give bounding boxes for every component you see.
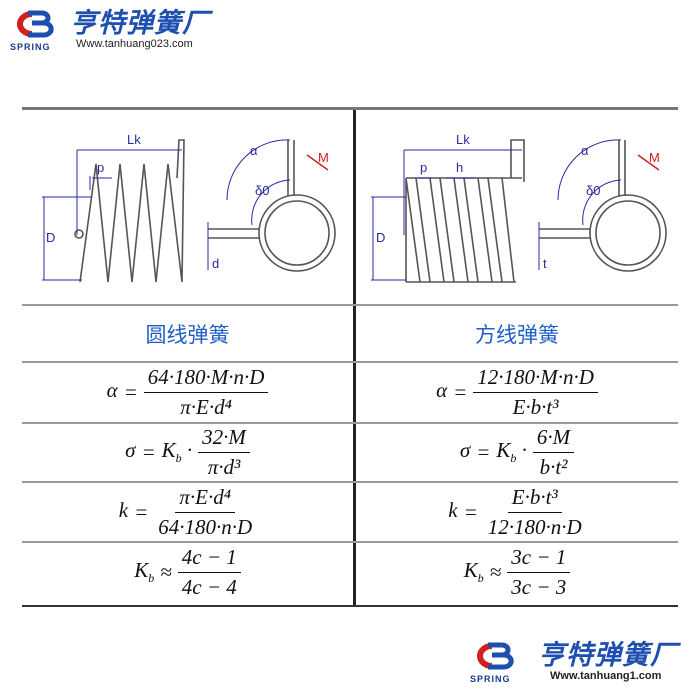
formula-factor: Kb · — [161, 438, 193, 466]
website-url[interactable]: Www.tanhuang1.com — [550, 670, 662, 682]
square-wire-spring-diagram: Lk p h D t α δ0 M — [371, 132, 667, 283]
brand-en: SPRING — [470, 674, 511, 684]
label-M: M — [649, 150, 660, 165]
formula-table: Lk p D d α δ0 M Lk p h D t α δ0 M 圆线弹簧 α… — [22, 107, 678, 607]
formula-operator: = — [476, 440, 491, 464]
label-p: p — [97, 160, 104, 175]
formula-operator: = — [134, 499, 149, 524]
denominator: E·b·t³ — [512, 395, 559, 419]
label-d: d — [212, 256, 219, 271]
column-divider — [353, 110, 356, 605]
label-alpha: α — [581, 143, 589, 158]
spring-logo-icon: SPRING — [10, 8, 58, 52]
column-title: 圆线弹簧 — [145, 323, 230, 347]
formula-lhs: Kb — [134, 558, 155, 586]
formula-operator: = — [463, 499, 478, 524]
label-M: M — [318, 150, 329, 165]
formula-lhs: α — [106, 378, 118, 403]
numerator: 12·180·M·n·D — [473, 365, 598, 393]
formula-operator: ≈ — [160, 560, 172, 584]
label-h: h — [456, 160, 463, 175]
formula-lhs: σ — [459, 438, 471, 463]
numerator: π·E·d⁴ — [175, 485, 236, 513]
numerator: 3c − 1 — [507, 545, 571, 573]
formula-lhs: α — [436, 378, 448, 403]
formula-factor: Kb · — [496, 438, 527, 466]
column-title: 方线弹簧 — [475, 323, 559, 347]
label-p: p — [420, 160, 427, 175]
label-alpha: α — [250, 143, 258, 158]
denominator: b·t² — [539, 455, 568, 479]
numerator: 6·M — [532, 425, 575, 453]
brand-name: 亨特弹簧厂 — [70, 8, 210, 38]
spring-logo-icon: SPRING — [470, 640, 518, 684]
label-lk: Lk — [127, 132, 141, 147]
denominator: π·E·d⁴ — [180, 395, 232, 419]
label-lk: Lk — [456, 132, 470, 147]
formula-lhs: k — [448, 497, 458, 522]
formula-lhs: Kb — [463, 558, 484, 586]
label-delta: δ0 — [255, 183, 269, 198]
numerator: 64·180·M·n·D — [143, 365, 269, 393]
numerator: 4c − 1 — [177, 545, 241, 573]
formula-operator: = — [123, 380, 138, 404]
label-t: t — [543, 256, 547, 271]
label-D: D — [376, 230, 385, 245]
formula-lhs: σ — [125, 438, 136, 463]
label-delta: δ0 — [586, 183, 600, 198]
website-url[interactable]: Www.tanhuang023.com — [76, 38, 193, 50]
denominator: 64·180·n·D — [158, 514, 253, 539]
formula-operator: ≈ — [489, 560, 502, 584]
formula-lhs: k — [118, 497, 129, 522]
numerator: 32·M — [198, 425, 250, 453]
denominator: π·d³ — [207, 455, 241, 479]
brand-en: SPRING — [10, 42, 51, 52]
denominator: 12·180·n·D — [487, 514, 582, 539]
header-logo[interactable]: SPRING 亨特弹簧厂 Www.tanhuang023.com — [10, 8, 210, 52]
round-wire-spring-diagram: Lk p D d α δ0 M — [42, 132, 336, 283]
formula-operator: = — [141, 440, 156, 464]
numerator: E·b·t³ — [507, 485, 562, 513]
label-D: D — [46, 230, 55, 245]
denominator: 4c − 4 — [181, 575, 237, 599]
denominator: 3c − 3 — [511, 575, 567, 599]
brand-name: 亨特弹簧厂 — [538, 640, 678, 670]
formula-operator: = — [453, 380, 468, 404]
footer-logo[interactable]: SPRING 亨特弹簧厂 Www.tanhuang1.com — [470, 640, 678, 684]
